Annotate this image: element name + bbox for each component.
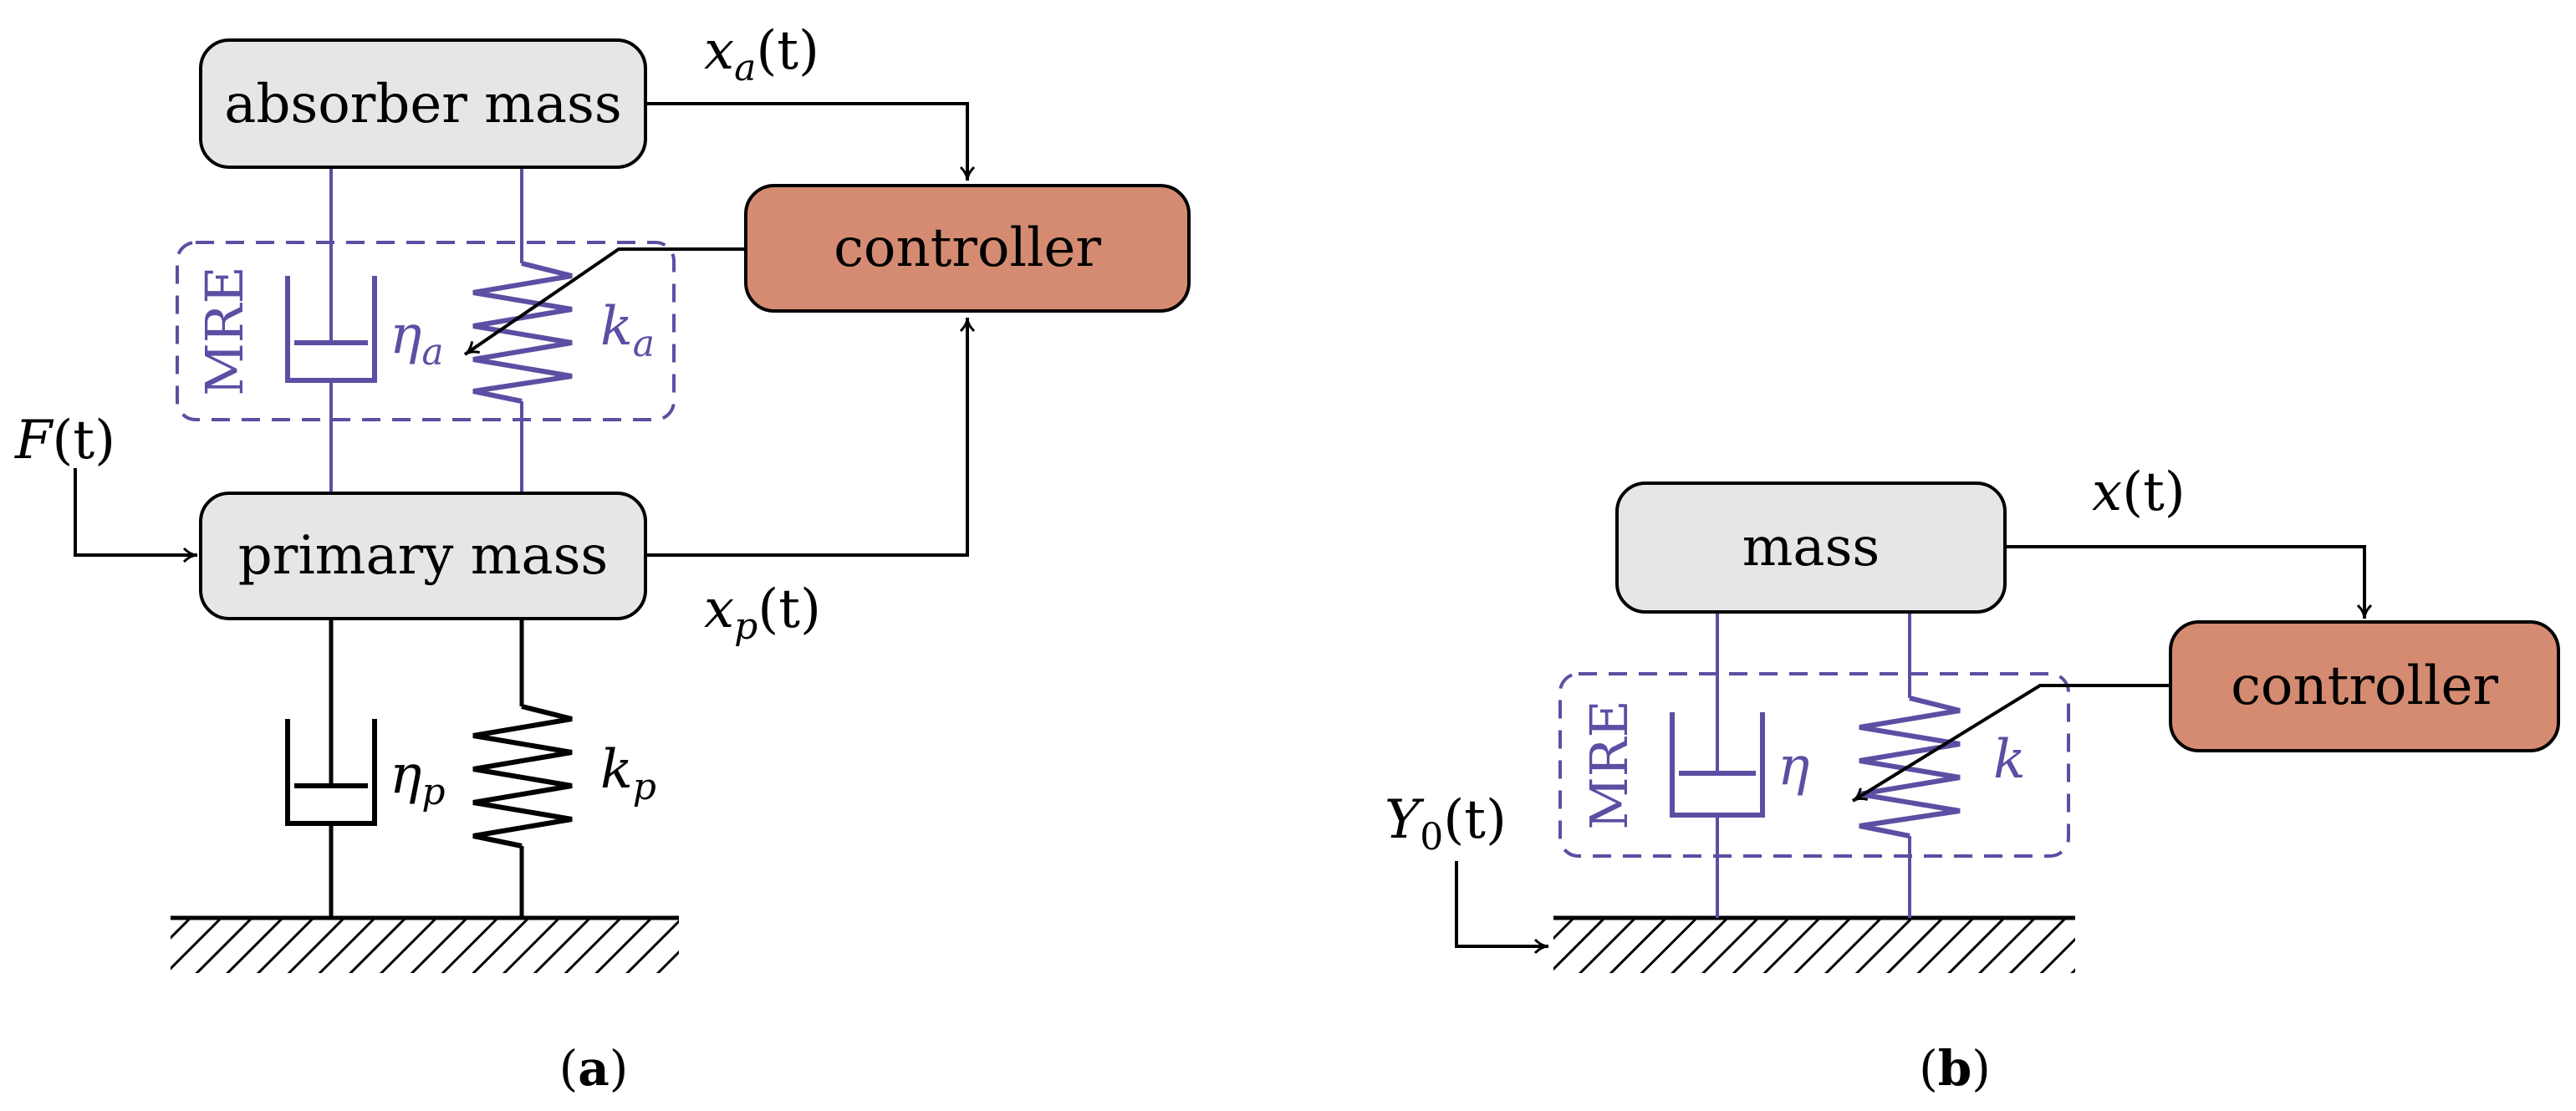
absorber-spring <box>472 167 573 493</box>
mre-box-a <box>176 241 676 421</box>
controller-label-a: controller <box>834 217 1101 279</box>
primary-damper <box>285 619 377 918</box>
absorber-mass-label: absorber mass <box>224 74 621 135</box>
xp-signal-line <box>645 317 976 557</box>
mre-damper-b <box>1670 612 1765 918</box>
xa-label: xa(t) <box>704 20 819 89</box>
xp-label: xp(t) <box>704 578 821 648</box>
ground-input-line <box>1455 861 1549 955</box>
control-line-b <box>1851 684 2170 803</box>
k-a-label: ka <box>600 296 655 365</box>
absorber-damper <box>285 167 377 493</box>
k-label-b: k <box>1993 729 2026 791</box>
eta-a-label: ηa <box>390 304 444 374</box>
mre-box-b <box>1558 672 2070 858</box>
force-input-line <box>74 468 198 563</box>
panel-b: MRE η k mass controller x(t) Y0(t) (b) <box>1385 461 2560 1097</box>
caption-a: (a) <box>559 1040 629 1097</box>
mass-label-b: mass <box>1742 517 1880 578</box>
x-signal-line <box>2005 545 2373 619</box>
caption-b: (b) <box>1919 1040 1991 1097</box>
k-p-label: kp <box>600 739 656 808</box>
controller-label-b: controller <box>2231 655 2498 717</box>
control-line-a <box>463 247 746 356</box>
primary-spring <box>472 619 573 918</box>
eta-label-b: η <box>1778 736 1809 798</box>
panel-a: MRE ηa ka ηp kp absorber mass primary ma… <box>14 20 1191 1097</box>
ground-hatch-a <box>171 918 679 973</box>
eta-p-label: ηp <box>390 744 446 813</box>
force-label: F(t) <box>14 410 115 471</box>
mre-spring-b <box>1859 612 1961 918</box>
xa-signal-line <box>645 102 976 181</box>
mre-label-b: MRE <box>1579 700 1640 829</box>
x-label-b: x(t) <box>2092 461 2186 523</box>
primary-mass-label: primary mass <box>238 525 609 587</box>
y0-label: Y0(t) <box>1385 789 1507 859</box>
ground-hatch-b <box>1553 918 2075 973</box>
mre-label-a: MRE <box>194 266 255 395</box>
